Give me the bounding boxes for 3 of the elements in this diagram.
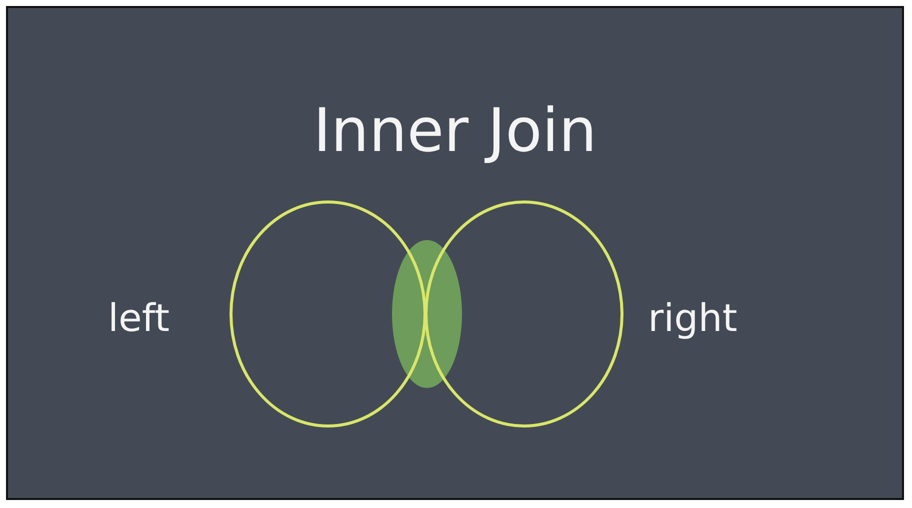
title: Inner Join <box>312 96 598 166</box>
set-label: left <box>108 296 170 340</box>
set-label: right <box>648 296 738 340</box>
